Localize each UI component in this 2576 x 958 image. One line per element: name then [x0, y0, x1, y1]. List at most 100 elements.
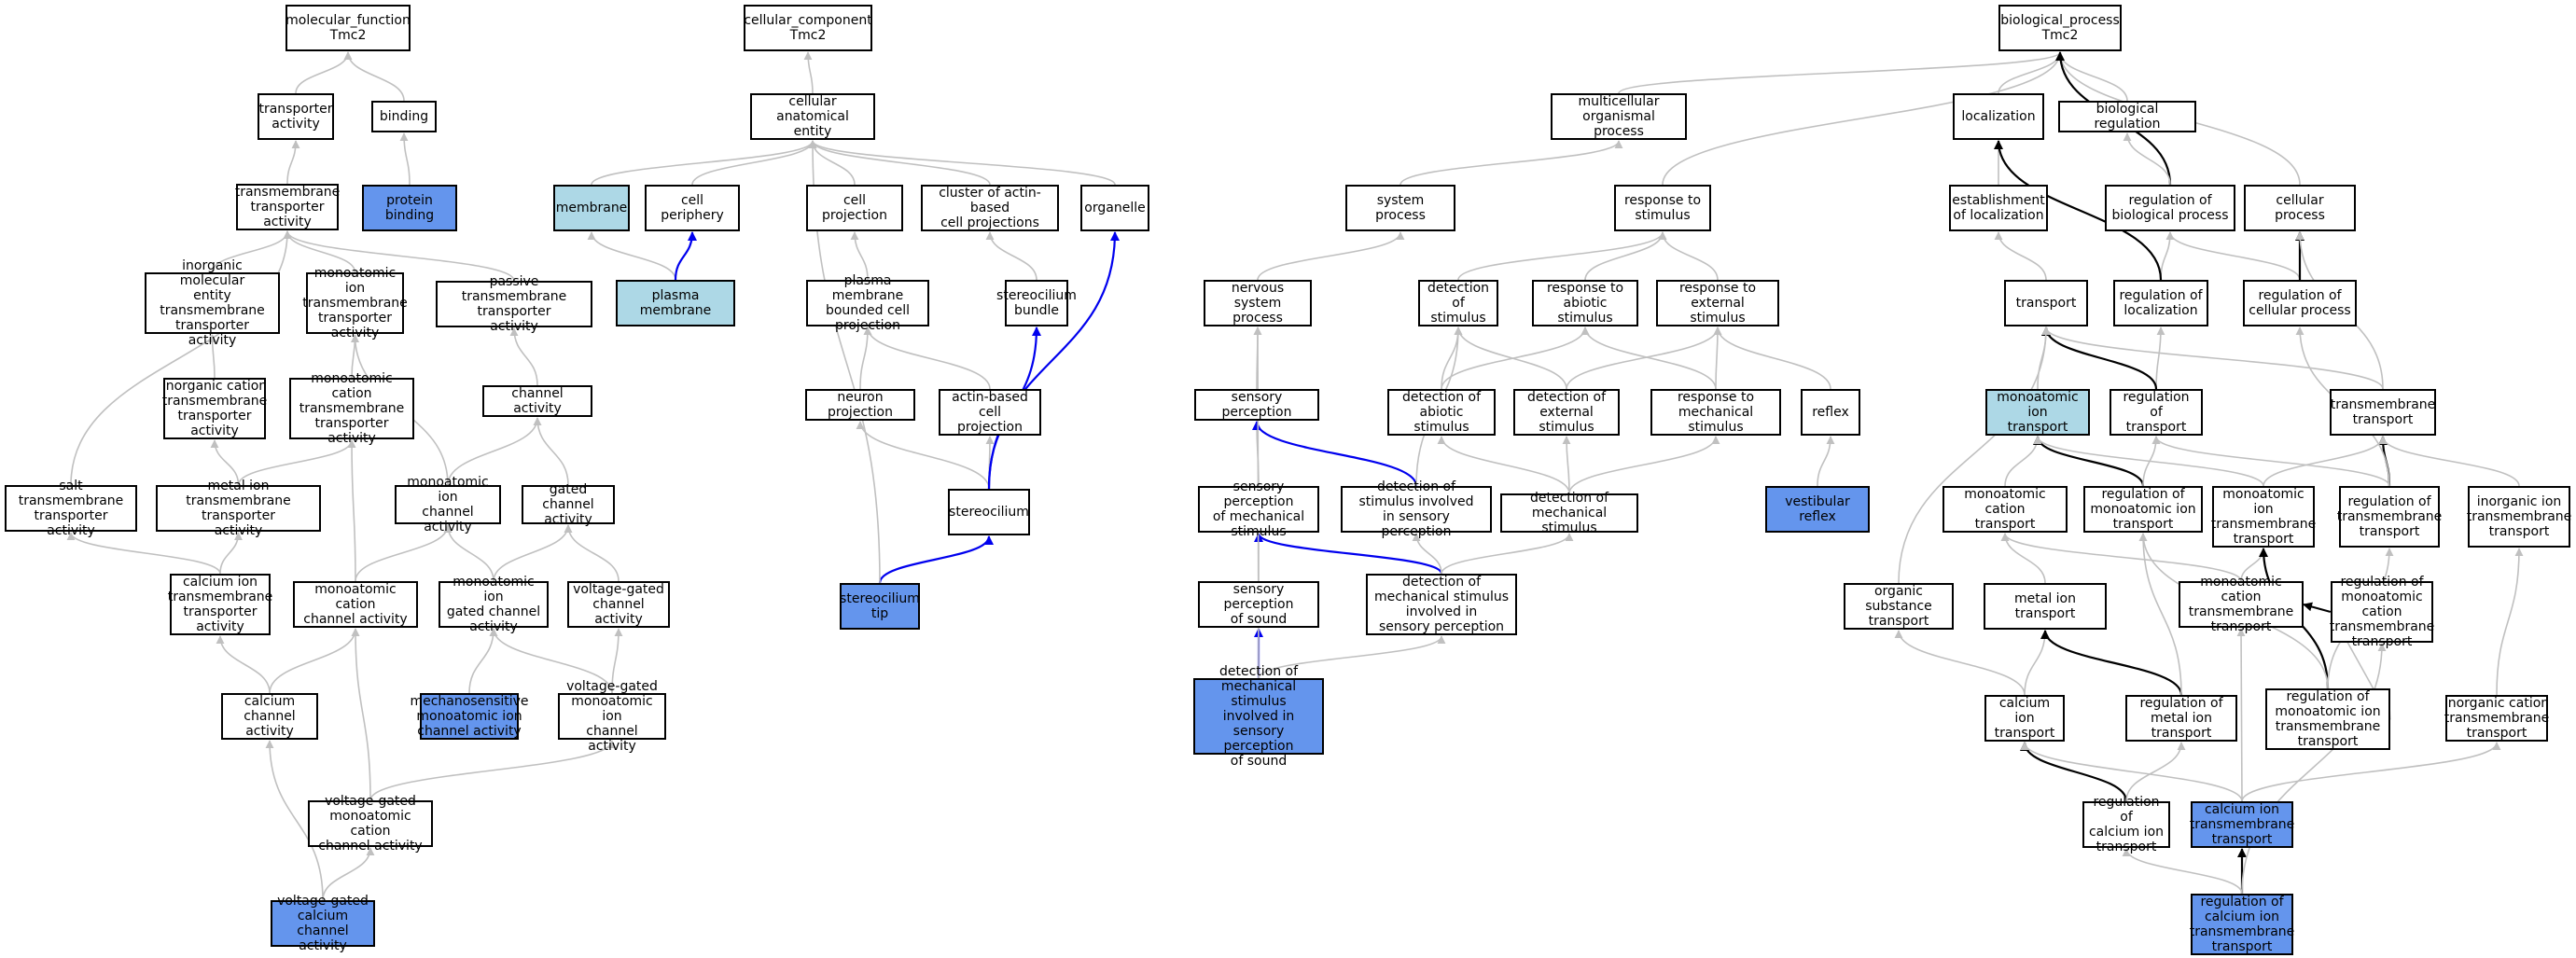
go-term-mct[interactable]: monoatomic cation transport [1942, 486, 2068, 533]
go-term-cit[interactable]: calcium ion transport [1984, 695, 2065, 742]
go-term-ost[interactable]: organic substance transport [1844, 583, 1954, 630]
go-term-trn[interactable]: transport [2004, 280, 2088, 326]
edge-mem-to-cae [591, 140, 817, 186]
go-term-rcp[interactable]: regulation of cellular process [2243, 280, 2357, 326]
go-term-vr[interactable]: vestibular reflex [1765, 486, 1870, 533]
go-term-chan[interactable]: channel activity [482, 385, 592, 417]
go-term-citt[interactable]: calcium ion transmembrane transport [2189, 801, 2295, 848]
go-term-mcca[interactable]: monoatomic cation channel activity [293, 581, 418, 628]
go-term-vgcca[interactable]: voltage-gated calcium channel activity [271, 894, 375, 953]
go-term-icta[interactable]: inorganic cation transmembrane transport… [161, 378, 268, 439]
go-term-rmeit[interactable]: regulation of metal ion transport [2125, 695, 2237, 742]
go-term-doms[interactable]: detection of mechanical stimulus [1500, 491, 1638, 535]
go-term-eol[interactable]: establishment of localization [1949, 185, 2048, 231]
edge-rcit-to-cit [2020, 742, 2128, 802]
go-term-refl[interactable]: reflex [1801, 389, 1860, 436]
go-term-rloc[interactable]: regulation of localization [2113, 280, 2208, 326]
go-term-mitta[interactable]: monoatomic ion transmembrane transporter… [302, 266, 408, 340]
go-term-ras[interactable]: response to abiotic stimulus [1532, 280, 1638, 326]
go-term-pb[interactable]: protein binding [362, 185, 457, 231]
go-term-cita[interactable]: calcium ion transmembrane transporter ac… [167, 574, 273, 635]
go-term-rtr[interactable]: regulation of transport [2110, 389, 2203, 436]
edge-vgmica-to-vgca [611, 628, 623, 694]
edge-vgmcca-to-mcca [351, 628, 371, 801]
edge-citt-to-cit [2020, 742, 2243, 802]
go-term-rmctt[interactable]: regulation of monoatomic cation transmem… [2329, 575, 2435, 649]
go-term-breg[interactable]: biological regulation [2058, 101, 2196, 132]
go-term-mem[interactable]: membrane [553, 185, 630, 231]
go-term-rmitt[interactable]: regulation of monoatomic ion transmembra… [2265, 688, 2390, 750]
go-term-dos[interactable]: detection of stimulus [1418, 280, 1498, 326]
go-term-ictt[interactable]: inorganic cation transmembrane transport [2444, 695, 2550, 742]
go-term-rmit[interactable]: regulation of monoatomic ion transport [2083, 486, 2203, 533]
go-term-sb[interactable]: stereocilium bundle [996, 280, 1077, 326]
go-term-mf[interactable]: molecular_function Tmc2 [285, 5, 411, 51]
go-term-rtmt[interactable]: regulation of transmembrane transport [2337, 486, 2442, 548]
go-term-cca[interactable]: calcium channel activity [221, 693, 318, 740]
go-term-stta[interactable]: salt transmembrane transporter activity [5, 479, 137, 538]
edge-ictt-to-iitt [2496, 548, 2524, 696]
go-term-rcitt[interactable]: regulation of calcium ion transmembrane … [2189, 894, 2295, 955]
edge-doms-to-doas [1437, 436, 1570, 494]
edge-rcit-to-rmeit [2125, 742, 2186, 802]
go-term-imetta[interactable]: inorganic molecular entity transmembrane… [145, 258, 280, 348]
go-term-cc[interactable]: cellular_component Tmc2 [744, 5, 872, 51]
go-term-vgca[interactable]: voltage-gated channel activity [567, 581, 670, 628]
go-term-bind[interactable]: binding [371, 101, 437, 132]
go-term-pmbcp[interactable]: plasma membrane bounded cell projection [806, 273, 929, 333]
go-term-mit[interactable]: monoatomic ion transport [1985, 389, 2090, 436]
edge-mcca-to-mica [355, 524, 453, 582]
go-term-meit[interactable]: metal ion transport [1984, 583, 2107, 630]
go-term-vgmcca[interactable]: voltage-gated monoatomic cation channel … [308, 794, 433, 854]
go-term-abcp[interactable]: actin-based cell projection [939, 389, 1041, 436]
go-term-ptta[interactable]: passive transmembrane transporter activi… [436, 274, 592, 334]
edge-stt-to-stc [878, 535, 994, 584]
go-term-cproj[interactable]: cell projection [806, 185, 903, 231]
go-term-dmsisp[interactable]: detection of mechanical stimulus involve… [1366, 574, 1517, 635]
go-term-rms[interactable]: response to mechanical stimulus [1650, 389, 1781, 436]
go-term-tta[interactable]: transmembrane transporter activity [234, 184, 341, 230]
go-term-ta[interactable]: transporter activity [258, 93, 334, 140]
go-term-loc[interactable]: localization [1953, 93, 2044, 140]
go-term-bp[interactable]: biological_process Tmc2 [1998, 5, 2122, 51]
go-term-rbp[interactable]: regulation of biological process [2105, 185, 2235, 231]
go-term-res[interactable]: response to external stimulus [1656, 280, 1779, 326]
go-term-stt[interactable]: stereocilium tip [840, 583, 920, 630]
go-term-sps[interactable]: sensory perception of sound [1198, 581, 1319, 628]
go-term-mitt[interactable]: monoatomic ion transmembrane transport [2210, 486, 2317, 548]
go-term-mmica[interactable]: mechanosensitive monoatomic ion channel … [410, 693, 529, 740]
go-term-does[interactable]: detection of external stimulus [1513, 389, 1620, 436]
go-term-mcta[interactable]: monoatomic cation transmembrane transpor… [289, 371, 414, 446]
go-term-mita[interactable]: metal ion transmembrane transporter acti… [156, 479, 321, 538]
go-term-cae[interactable]: cellular anatomical entity [750, 93, 875, 140]
go-term-pm[interactable]: plasma membrane [616, 280, 735, 326]
go-term-org[interactable]: organelle [1080, 185, 1149, 231]
go-term-iitt[interactable]: inorganic ion transmembrane transport [2467, 486, 2571, 548]
go-term-cellp[interactable]: cellular process [2244, 185, 2356, 231]
go-term-rcit[interactable]: regulation of calcium ion transport [2082, 795, 2170, 854]
go-term-stc[interactable]: stereocilium [948, 489, 1030, 535]
go-term-migca[interactable]: monoatomic ion gated channel activity [439, 575, 549, 634]
go-term-nsp[interactable]: nervous system process [1204, 280, 1312, 326]
go-term-spms[interactable]: sensory perception of mechanical stimulu… [1198, 479, 1319, 539]
go-term-mctt[interactable]: monoatomic cation transmembrane transpor… [2179, 575, 2304, 634]
edge-dmsisp-to-spms [1254, 533, 1443, 575]
go-term-cp[interactable]: cell periphery [645, 185, 740, 231]
go-term-dsisp[interactable]: detection of stimulus involved in sensor… [1341, 479, 1492, 539]
go-term-senp[interactable]: sensory perception [1194, 389, 1319, 421]
edge-sb-to-cabcp [985, 231, 1037, 281]
go-term-np[interactable]: neuron projection [805, 389, 915, 421]
go-term-mica[interactable]: monoatomic ion channel activity [395, 475, 501, 535]
go-term-doas[interactable]: detection of abiotic stimulus [1387, 389, 1496, 436]
edge-pm-to-mem [587, 231, 676, 281]
go-term-vgmica[interactable]: voltage-gated monoatomic ion channel act… [558, 679, 666, 754]
go-term-cabcp[interactable]: cluster of actin-based cell projections [921, 185, 1059, 231]
go-term-sp[interactable]: system process [1345, 185, 1455, 231]
edge-rloc-to-loc [1994, 140, 2163, 281]
edge-res-to-rts [1658, 231, 1719, 281]
go-term-gca[interactable]: gated channel activity [522, 482, 615, 527]
go-term-rts[interactable]: response to stimulus [1614, 185, 1711, 231]
go-term-dmsispos[interactable]: detection of mechanical stimulus involve… [1193, 664, 1324, 769]
go-term-mop[interactable]: multicellular organismal process [1551, 93, 1687, 140]
go-term-tmt[interactable]: transmembrane transport [2330, 389, 2436, 436]
